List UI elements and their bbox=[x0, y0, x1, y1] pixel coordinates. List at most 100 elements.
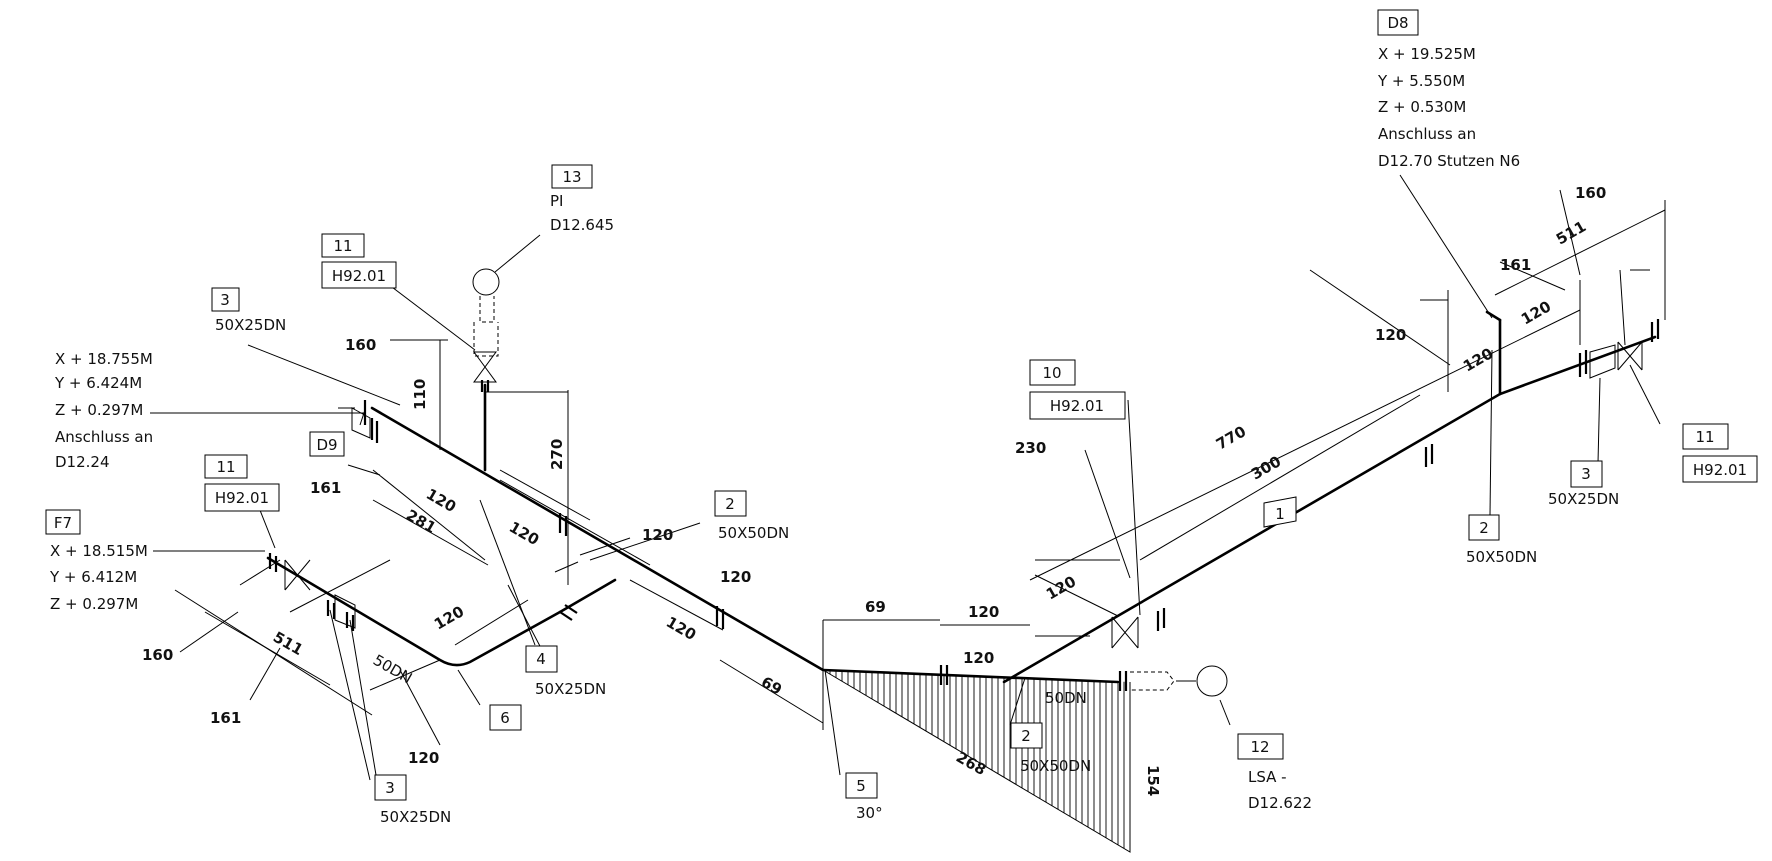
callout-2-bottom: 2 50X50DN bbox=[1010, 722, 1091, 775]
svg-text:120: 120 bbox=[963, 649, 994, 667]
flange-9 bbox=[1650, 319, 1660, 342]
flange-7 bbox=[559, 604, 578, 621]
svg-text:6: 6 bbox=[500, 709, 510, 727]
svg-text:511: 511 bbox=[1553, 217, 1589, 248]
flange-d9 bbox=[351, 400, 379, 443]
svg-text:161: 161 bbox=[1500, 256, 1531, 274]
svg-text:50X25DN: 50X25DN bbox=[1548, 490, 1619, 508]
flange-8 bbox=[1578, 350, 1588, 377]
callout-10: 10 H92.01 bbox=[1029, 359, 1126, 420]
callout-5-angle: 5 30° bbox=[845, 772, 883, 822]
svg-text:50X25DN: 50X25DN bbox=[380, 808, 451, 826]
callout-1-pipe-mark: 1 bbox=[1263, 496, 1297, 528]
svg-text:281: 281 bbox=[403, 506, 439, 537]
leader-lines bbox=[150, 174, 1661, 776]
lsa-dashed-connection bbox=[1130, 671, 1175, 691]
svg-text:120: 120 bbox=[1460, 344, 1496, 375]
callout-3-bottom: 3 50X25DN bbox=[374, 774, 451, 826]
svg-text:120: 120 bbox=[663, 613, 699, 644]
svg-text:Anschluss an: Anschluss an bbox=[1378, 125, 1476, 143]
svg-text:D9: D9 bbox=[316, 436, 337, 454]
callout-11-right: 11 H92.01 bbox=[1682, 423, 1758, 483]
valve-f7 bbox=[284, 559, 311, 591]
svg-text:4: 4 bbox=[536, 650, 546, 668]
svg-text:69: 69 bbox=[758, 673, 785, 699]
svg-text:161: 161 bbox=[310, 479, 341, 497]
svg-text:30°: 30° bbox=[856, 804, 883, 822]
svg-text:13: 13 bbox=[562, 168, 581, 186]
flange-6 bbox=[1156, 608, 1166, 631]
svg-text:2: 2 bbox=[1021, 727, 1031, 745]
flange-1 bbox=[558, 513, 568, 536]
callout-3-right: 3 50X25DN bbox=[1548, 460, 1619, 508]
svg-text:3: 3 bbox=[220, 291, 230, 309]
callout-6: 6 bbox=[489, 704, 522, 731]
callout-f7-connection: F7 X + 18.515M Y + 6.412M Z + 0.297M bbox=[45, 509, 148, 613]
svg-text:H92.01: H92.01 bbox=[215, 489, 269, 507]
svg-text:11: 11 bbox=[216, 458, 235, 476]
svg-text:Z + 0.530M: Z + 0.530M bbox=[1378, 98, 1466, 116]
pi-dashed-connection bbox=[473, 296, 499, 357]
svg-text:2: 2 bbox=[1479, 519, 1489, 537]
svg-text:120: 120 bbox=[506, 518, 542, 549]
svg-text:50X50DN: 50X50DN bbox=[718, 524, 789, 542]
svg-text:770: 770 bbox=[1213, 422, 1249, 453]
callout-11-left: 11 H92.01 bbox=[204, 454, 280, 512]
valve-10 bbox=[1111, 616, 1139, 649]
svg-text:50X50DN: 50X50DN bbox=[1020, 757, 1091, 775]
svg-text:120: 120 bbox=[1375, 326, 1406, 344]
svg-text:10: 10 bbox=[1042, 364, 1061, 382]
svg-text:160: 160 bbox=[142, 646, 173, 664]
svg-text:120: 120 bbox=[423, 485, 459, 516]
svg-text:LSA -: LSA - bbox=[1248, 768, 1287, 786]
svg-text:120: 120 bbox=[720, 568, 751, 586]
svg-text:3: 3 bbox=[1581, 465, 1591, 483]
svg-text:120: 120 bbox=[968, 603, 999, 621]
svg-text:Z + 0.297M: Z + 0.297M bbox=[50, 595, 138, 613]
svg-text:270: 270 bbox=[548, 439, 566, 470]
svg-text:11: 11 bbox=[1695, 428, 1714, 446]
callout-11-top: 11 H92.01 bbox=[321, 233, 397, 289]
flange-2 bbox=[715, 606, 725, 629]
pipe-size-label-bottom: 50DN bbox=[1045, 689, 1087, 707]
svg-text:H92.01: H92.01 bbox=[1693, 461, 1747, 479]
svg-text:230: 230 bbox=[1015, 439, 1046, 457]
svg-text:X + 19.525M: X + 19.525M bbox=[1378, 45, 1476, 63]
svg-text:120: 120 bbox=[408, 749, 439, 767]
flange-3 bbox=[939, 665, 949, 685]
svg-text:H92.01: H92.01 bbox=[1050, 397, 1104, 415]
svg-text:110: 110 bbox=[411, 379, 429, 410]
svg-text:D12.622: D12.622 bbox=[1248, 794, 1312, 812]
svg-text:5: 5 bbox=[856, 777, 866, 795]
valve-right bbox=[1617, 341, 1643, 371]
svg-text:120: 120 bbox=[642, 526, 673, 544]
flange-4 bbox=[1118, 671, 1128, 691]
svg-text:69: 69 bbox=[865, 598, 886, 616]
flange-11 bbox=[326, 600, 336, 619]
callout-d9-connection: X + 18.755M Y + 6.424M Z + 0.297M Anschl… bbox=[54, 350, 345, 471]
svg-text:2: 2 bbox=[725, 495, 735, 513]
svg-text:11: 11 bbox=[333, 237, 352, 255]
svg-text:12: 12 bbox=[1250, 738, 1269, 756]
pipe-size-label-left: 50DN bbox=[370, 651, 415, 688]
svg-text:268: 268 bbox=[953, 748, 989, 779]
pressure-indicator-icon bbox=[472, 268, 500, 296]
pipe-runs bbox=[266, 310, 1657, 684]
svg-text:PI: PI bbox=[550, 192, 563, 210]
svg-text:D12.24: D12.24 bbox=[55, 453, 110, 471]
svg-text:Y + 5.550M: Y + 5.550M bbox=[1377, 72, 1465, 90]
svg-text:D12.645: D12.645 bbox=[550, 216, 614, 234]
dimension-lines bbox=[174, 189, 1666, 781]
svg-text:50X25DN: 50X25DN bbox=[215, 316, 286, 334]
svg-text:120: 120 bbox=[1043, 572, 1079, 603]
reducer-right bbox=[1589, 344, 1616, 379]
svg-text:Z + 0.297M: Z + 0.297M bbox=[55, 401, 143, 419]
callout-3-top: 3 50X25DN bbox=[211, 287, 286, 334]
callout-13-pressure-indicator: 13 PI D12.645 bbox=[550, 164, 614, 234]
svg-text:Y + 6.412M: Y + 6.412M bbox=[49, 568, 137, 586]
slope-hatching bbox=[822, 669, 1131, 853]
svg-text:120: 120 bbox=[1518, 297, 1554, 328]
svg-text:X + 18.515M: X + 18.515M bbox=[50, 542, 148, 560]
svg-text:H92.01: H92.01 bbox=[332, 267, 386, 285]
